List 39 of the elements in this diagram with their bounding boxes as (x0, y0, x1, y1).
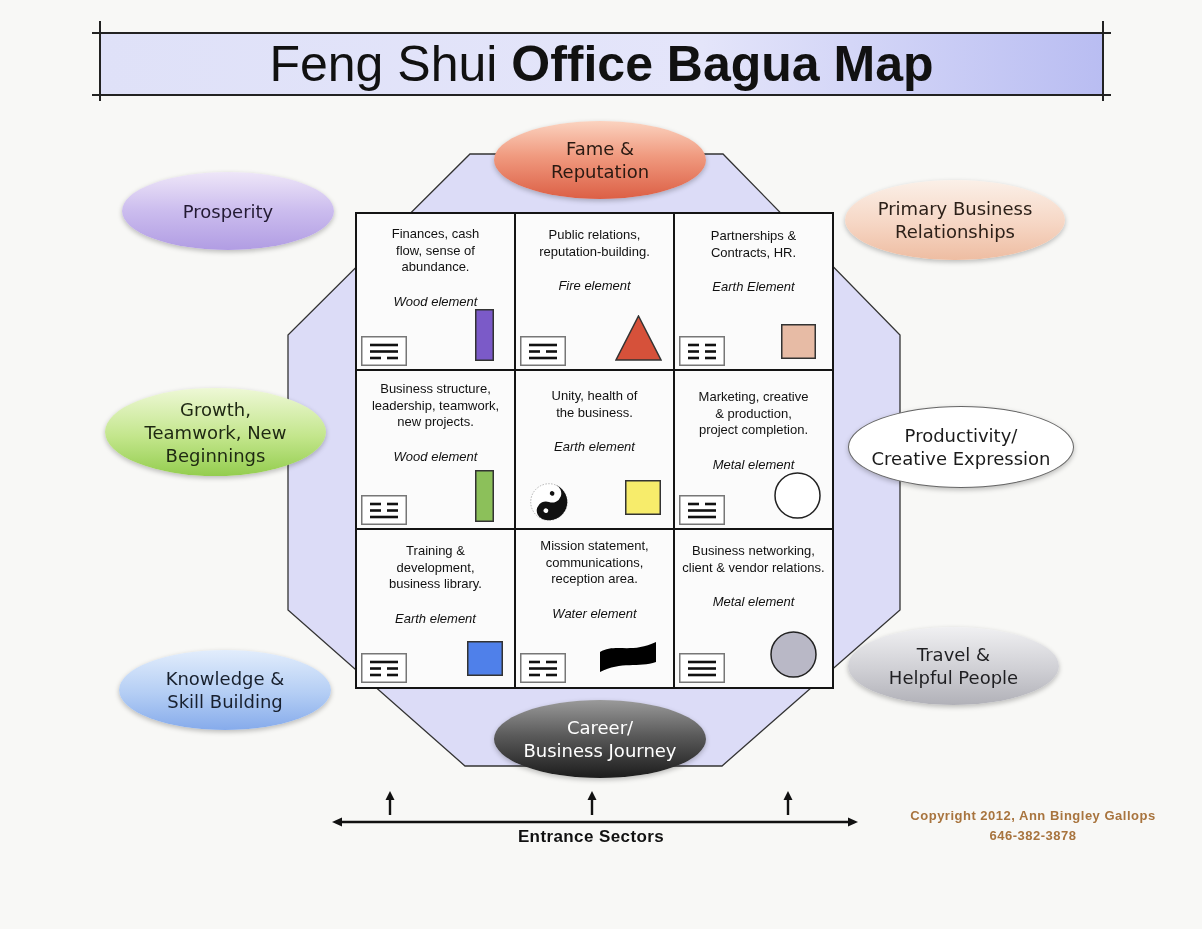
element-label: Water element (552, 605, 637, 622)
sector-panel (355, 369, 516, 531)
element-label: Earth element (554, 439, 635, 456)
sector-description: Business structure, leadership, teamwork, new projects. (370, 381, 501, 431)
sector-description: Training & development, business library. (388, 543, 483, 593)
sector-panel (673, 369, 834, 531)
sector-panel (673, 212, 834, 372)
element-label: Fire element (558, 278, 631, 295)
element-label: Wood element (393, 448, 478, 465)
copyright-notice: Copyright 2012, Ann Bingley Gallops (910, 808, 1156, 823)
sector-description: Business networking, client & vendor relations. (681, 543, 826, 576)
sector-description: Partnerships & Contracts, HR. (709, 228, 798, 261)
area-name: Travel & Helpful People (888, 643, 1019, 689)
sector-description: Public relations, reputation-building. (538, 227, 651, 260)
element-label: Metal element (712, 594, 795, 611)
area-name: Fame & Reputation (550, 137, 650, 183)
sector-panel (514, 212, 675, 372)
element-label: Wood element (393, 293, 478, 310)
sector-description: Mission statement, communications, reception area. (539, 538, 650, 588)
area-name: Career/ Business Journey (523, 716, 677, 762)
area-name: Primary Business Relationships (877, 197, 1033, 243)
sector-panel (355, 528, 516, 689)
entrance-label: Entrance Sectors (517, 827, 665, 846)
sector-description: Unity, health of the business. (550, 388, 639, 421)
sector-panel (514, 528, 675, 689)
sector-panel (514, 369, 675, 531)
element-label: Earth Element (712, 279, 795, 296)
area-name: Productivity/ Creative Expression (871, 424, 1051, 470)
sector-description: Marketing, creative & production, project completion. (697, 389, 810, 439)
area-name: Growth, Teamwork, New Beginnings (144, 397, 287, 467)
area-name: Prosperity (182, 199, 274, 223)
sector-panel (673, 528, 834, 689)
phone-number: 646-382-3878 (989, 828, 1077, 843)
element-label: Metal element (712, 456, 795, 473)
title: Feng Shui Office Bagua Map (269, 36, 934, 92)
sector-panel (355, 212, 516, 372)
element-label: Earth element (395, 610, 476, 627)
sector-description: Finances, cash flow, sense of abundance. (390, 226, 481, 276)
area-name: Knowledge & Skill Building (165, 667, 285, 713)
